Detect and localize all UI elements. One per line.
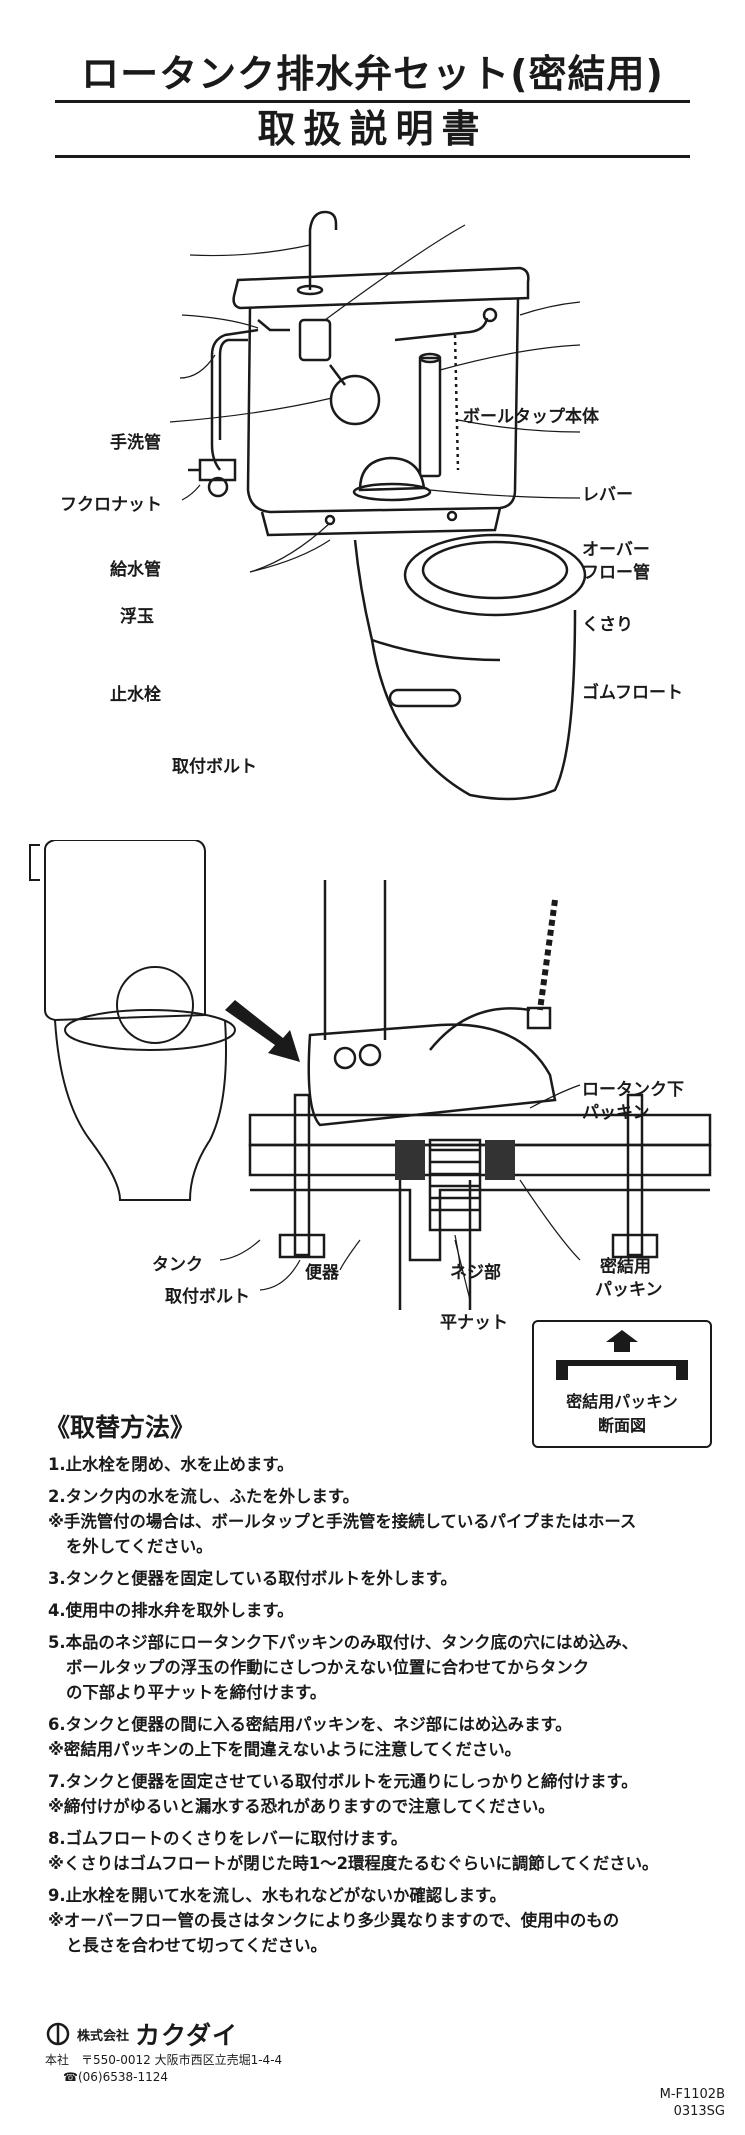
code-line-1: M-F1102B xyxy=(659,2087,725,2102)
procedure-step: 6.タンクと便器の間に入る密結用パッキンを、ネジ部にはめ込みます。 ※密結用パッキ… xyxy=(48,1712,718,1762)
label-neji: ネジ部 xyxy=(450,1263,501,1283)
step-note: ※オーバーフロー管の長さはタンクにより多少異なりますので、使用中のもの xyxy=(48,1911,620,1930)
phone-line: ☎(06)6538-1124 xyxy=(63,2070,168,2084)
procedure-step: 8.ゴムフロートのくさりをレバーに取付けます。 ※くさりはゴムフロートが閉じた時1… xyxy=(48,1826,718,1876)
company-name: カクダイ xyxy=(135,2021,239,2050)
label-overflow-2: フロー管 xyxy=(582,563,650,583)
step-note: ※密結用パッキンの上下を間違えないように注意してください。 xyxy=(48,1740,522,1759)
step-note: ※締付けがゆるいと漏水する恐れがありますので注意してください。 xyxy=(48,1797,555,1816)
step-text: 1.止水栓を閉め、水を止めます。 xyxy=(48,1455,294,1474)
step-text: 2.タンク内の水を流し、ふたを外します。 xyxy=(48,1487,360,1506)
procedure-steps: 1.止水栓を閉め、水を止めます。 2.タンク内の水を流し、ふたを外します。 ※手洗管… xyxy=(48,1452,718,1965)
procedure-step: 2.タンク内の水を流し、ふたを外します。 ※手洗管付の場合は、ボールタップと手洗管… xyxy=(48,1484,718,1559)
procedure-step: 3.タンクと便器を固定している取付ボルトを外します。 xyxy=(48,1566,718,1591)
step-note: を外してください。 xyxy=(66,1537,213,1556)
step-note: ※手洗管付の場合は、ボールタップと手洗管を接続しているパイプまたはホース xyxy=(48,1512,637,1531)
title-block: ロータンク排水弁セット(密結用) 取扱説明書 xyxy=(55,48,690,158)
step-note: ※くさりはゴムフロートが閉じた時1～2環程度たるむぐらいに調節してください。 xyxy=(48,1854,659,1873)
step-text: 9.止水栓を開いて水を流し、水もれなどがないか確認します。 xyxy=(48,1886,507,1905)
label-overflow-1: オーバー xyxy=(582,540,650,560)
step-note: と長さを合わせて切ってください。 xyxy=(66,1936,327,1955)
step-text: 8.ゴムフロートのくさりをレバーに取付けます。 xyxy=(48,1829,408,1848)
procedure-heading: 《取替方法》 xyxy=(45,1413,196,1442)
toilet-assembly-diagram: 手洗管 ボールタップ本体 フクロナット レバー 給水管 オーバー フロー管 浮玉… xyxy=(0,190,745,840)
page-title: ロータンク排水弁セット(密結用) xyxy=(55,48,690,103)
step-text: 4.使用中の排水弁を取外します。 xyxy=(48,1601,294,1620)
label-toritsuke-bolt-detail: 取付ボルト xyxy=(165,1287,250,1307)
label-ukidama: 浮玉 xyxy=(120,607,154,627)
label-lever: レバー xyxy=(582,485,633,505)
label-tank: タンク xyxy=(152,1255,203,1275)
packing-cross-section-shape xyxy=(556,1330,688,1380)
code-line-2: 0313SG xyxy=(673,2104,725,2119)
kakudai-logo-icon xyxy=(46,2022,70,2046)
procedure-step: 4.使用中の排水弁を取外します。 xyxy=(48,1598,718,1623)
label-shisuisen: 止水栓 xyxy=(110,685,161,705)
address-line: 本社 〒550-0012 大阪市西区立売堀1-4-4 xyxy=(45,2053,283,2067)
cross-section-box: 密結用パッキン 断面図 xyxy=(532,1320,712,1448)
company-address: 本社 〒550-0012 大阪市西区立売堀1-4-4 ☎(06)6538-112… xyxy=(45,2052,282,2086)
procedure-step: 9.止水栓を開いて水を流し、水もれなどがないか確認します。 ※オーバーフロー管の長… xyxy=(48,1883,718,1958)
label-low-tank-packing-1: ロータンク下 xyxy=(582,1080,684,1100)
procedure-step: 7.タンクと便器を固定させている取付ボルトを元通りにしっかりと締付けます。 ※締付… xyxy=(48,1769,718,1819)
label-kyusui: 給水管 xyxy=(110,560,161,580)
label-ball-tap: ボールタップ本体 xyxy=(463,407,599,427)
company-logo: 株式会社 カクダイ xyxy=(45,2016,238,2052)
procedure-step: 1.止水栓を閉め、水を止めます。 xyxy=(48,1452,718,1477)
step-text: 7.タンクと便器を固定させている取付ボルトを元通りにしっかりと締付けます。 xyxy=(48,1772,638,1791)
toilet-illustration xyxy=(169,210,587,801)
label-teaarai: 手洗管 xyxy=(110,433,161,453)
label-low-tank-packing-2: パッキン xyxy=(582,1103,650,1123)
document-code: M-F1102B 0313SG xyxy=(660,2086,725,2120)
tank-joint-detail-diagram: ロータンク下 パッキン タンク 便器 ネジ部 密結用 パッキン 取付ボルト 平ナ… xyxy=(0,839,745,1333)
label-toritsuke-bolt-top: 取付ボルト xyxy=(172,757,257,777)
step-text: 3.タンクと便器を固定している取付ボルトを外します。 xyxy=(48,1569,457,1588)
label-mikketsu-1: 密結用 xyxy=(600,1257,651,1277)
step-text: 5.本品のネジ部にロータンク下パッキンのみ取付け、タンク底の穴にはめ込み、 xyxy=(48,1633,638,1652)
label-mikketsu-2: パッキン xyxy=(595,1280,663,1300)
label-hira-nut: 平ナット xyxy=(440,1313,508,1333)
procedure-step: 5.本品のネジ部にロータンク下パッキンのみ取付け、タンク底の穴にはめ込み、ボール… xyxy=(48,1630,718,1705)
cross-section-label-1: 密結用パッキン xyxy=(566,1392,678,1411)
page-subtitle: 取扱説明書 xyxy=(55,103,690,158)
company-prefix: 株式会社 xyxy=(77,2028,130,2044)
label-benki: 便器 xyxy=(305,1263,339,1283)
cross-section-label-2: 断面図 xyxy=(597,1416,646,1435)
step-text: ボールタップの浮玉の作動にさしつかえない位置に合わせてからタンク xyxy=(66,1658,590,1677)
step-text: 6.タンクと便器の間に入る密結用パッキンを、ネジ部にはめ込みます。 xyxy=(48,1715,572,1734)
joint-cross-section-illustration xyxy=(29,839,712,1310)
step-text: の下部より平ナットを締付けます。 xyxy=(66,1683,327,1702)
label-gomu-float: ゴムフロート xyxy=(582,683,683,703)
label-kusari: くさり xyxy=(582,615,633,635)
label-fukuro-nut: フクロナット xyxy=(60,495,162,515)
